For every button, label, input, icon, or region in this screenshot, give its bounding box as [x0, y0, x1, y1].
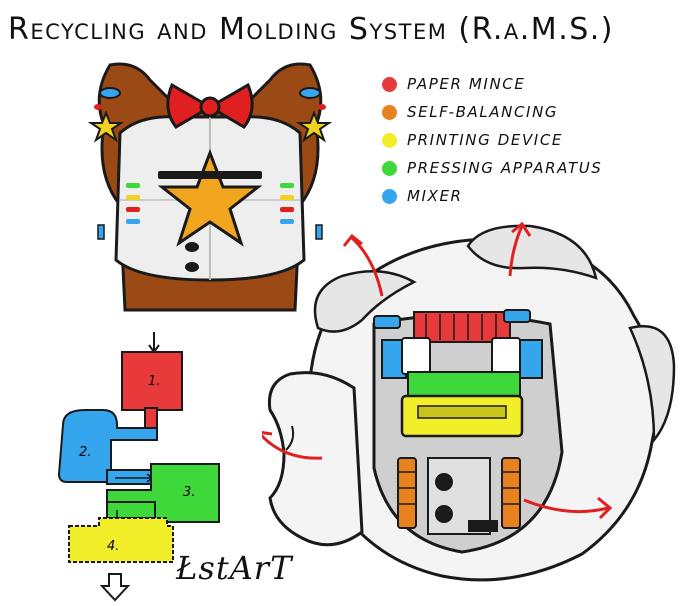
diagram-title: Recycling and Molding System (R.a.M.S.): [8, 12, 615, 47]
legend-label: Mixer: [407, 187, 463, 205]
artist-signature: ŁstArT: [176, 549, 293, 587]
mechanism-illustration: [262, 221, 676, 582]
legend-label: Pressing Apparatus: [407, 159, 603, 177]
legend-swatch: [382, 160, 397, 176]
legend-item-mixer: Mixer: [382, 182, 672, 210]
legend-item-pressing-apparatus: Pressing Apparatus: [382, 154, 672, 182]
legend-label: Self-Balancing: [407, 103, 559, 121]
hollow-arrow-down-icon: [99, 573, 131, 602]
flow-step-2: [57, 409, 158, 483]
legend-label: Paper Mince: [407, 75, 526, 93]
legend-swatch: [382, 188, 397, 204]
legend: Paper Mince Self-Balancing Printing Devi…: [382, 70, 672, 210]
flow-step-1: [121, 351, 183, 411]
legend-swatch: [382, 132, 397, 148]
torso-illustration: [87, 62, 333, 312]
flow-step-label: 4.: [107, 539, 119, 554]
legend-item-paper-mince: Paper Mince: [382, 70, 672, 98]
flow-step-label: 2.: [79, 445, 91, 460]
flow-step-label: 3.: [183, 485, 195, 500]
flow-step-4: [68, 517, 174, 563]
legend-swatch: [382, 104, 397, 120]
legend-label: Printing Device: [407, 131, 563, 149]
legend-swatch: [382, 76, 397, 92]
flow-step-label: 1.: [148, 374, 160, 389]
process-flowchart: 1. 2. 3. 4.: [57, 332, 220, 602]
legend-item-self-balancing: Self-Balancing: [382, 98, 672, 126]
arrow-down-icon: [148, 332, 160, 354]
legend-item-printing-device: Printing Device: [382, 126, 672, 154]
